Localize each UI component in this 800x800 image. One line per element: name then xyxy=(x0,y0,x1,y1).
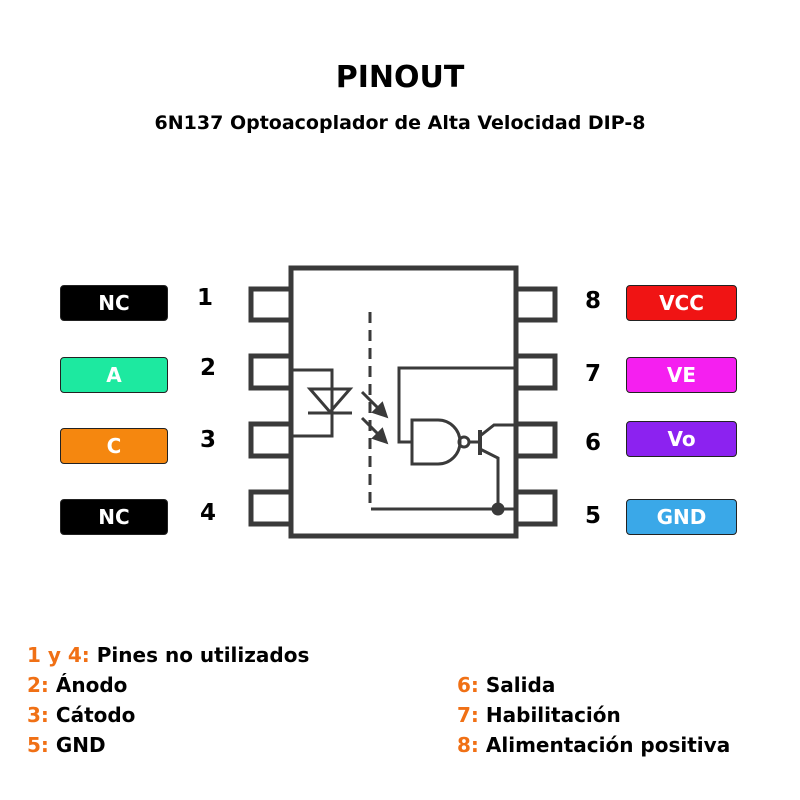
pin-5-tag: GND xyxy=(626,499,737,535)
legend-item: 2: Ánodo xyxy=(27,673,128,697)
pin-4-number: 4 xyxy=(199,500,216,526)
pin-7-pad xyxy=(512,353,558,391)
pin-1-pad xyxy=(248,286,294,323)
pin-3-number: 3 xyxy=(199,427,216,453)
legend-item: 8: Alimentación positiva xyxy=(457,733,731,757)
pin-7-number: 7 xyxy=(584,361,601,387)
pin-5-number: 5 xyxy=(584,503,601,529)
pin-6-number: 6 xyxy=(584,430,601,456)
pin-4-pad xyxy=(248,489,294,527)
page-title: PINOUT xyxy=(335,60,465,95)
pin-7-tag: VE xyxy=(626,357,737,393)
pin-3-pad xyxy=(248,421,294,459)
pin-3-tag: C xyxy=(60,428,168,464)
led-diode-icon xyxy=(306,387,354,415)
pin-2-tag: A xyxy=(60,357,168,393)
legend-item: 7: Habilitación xyxy=(457,703,621,727)
legend-item: 1 y 4: Pines no utilizados xyxy=(27,643,310,667)
pin-8-number: 8 xyxy=(584,288,601,314)
pin-6-tag: Vo xyxy=(626,421,737,457)
pin-8-tag: VCC xyxy=(626,285,737,321)
legend-item: 3: Cátodo xyxy=(27,703,136,727)
pin-8-pad xyxy=(512,286,558,323)
pin-4-tag: NC xyxy=(60,499,168,535)
legend-item: 6: Salida xyxy=(457,673,556,697)
pin-5-pad xyxy=(512,489,558,527)
chip-body xyxy=(288,265,519,539)
pin-2-pad xyxy=(248,353,294,391)
pin-2-number: 2 xyxy=(199,355,216,381)
page-subtitle: 6N137 Optoacoplador de Alta Velocidad DI… xyxy=(154,112,646,134)
legend-item: 5: GND xyxy=(27,733,106,757)
led-wire xyxy=(291,368,334,438)
pin-1-number: 1 xyxy=(196,285,213,311)
pin-1-tag: NC xyxy=(60,285,168,321)
pin-6-pad xyxy=(512,421,558,459)
